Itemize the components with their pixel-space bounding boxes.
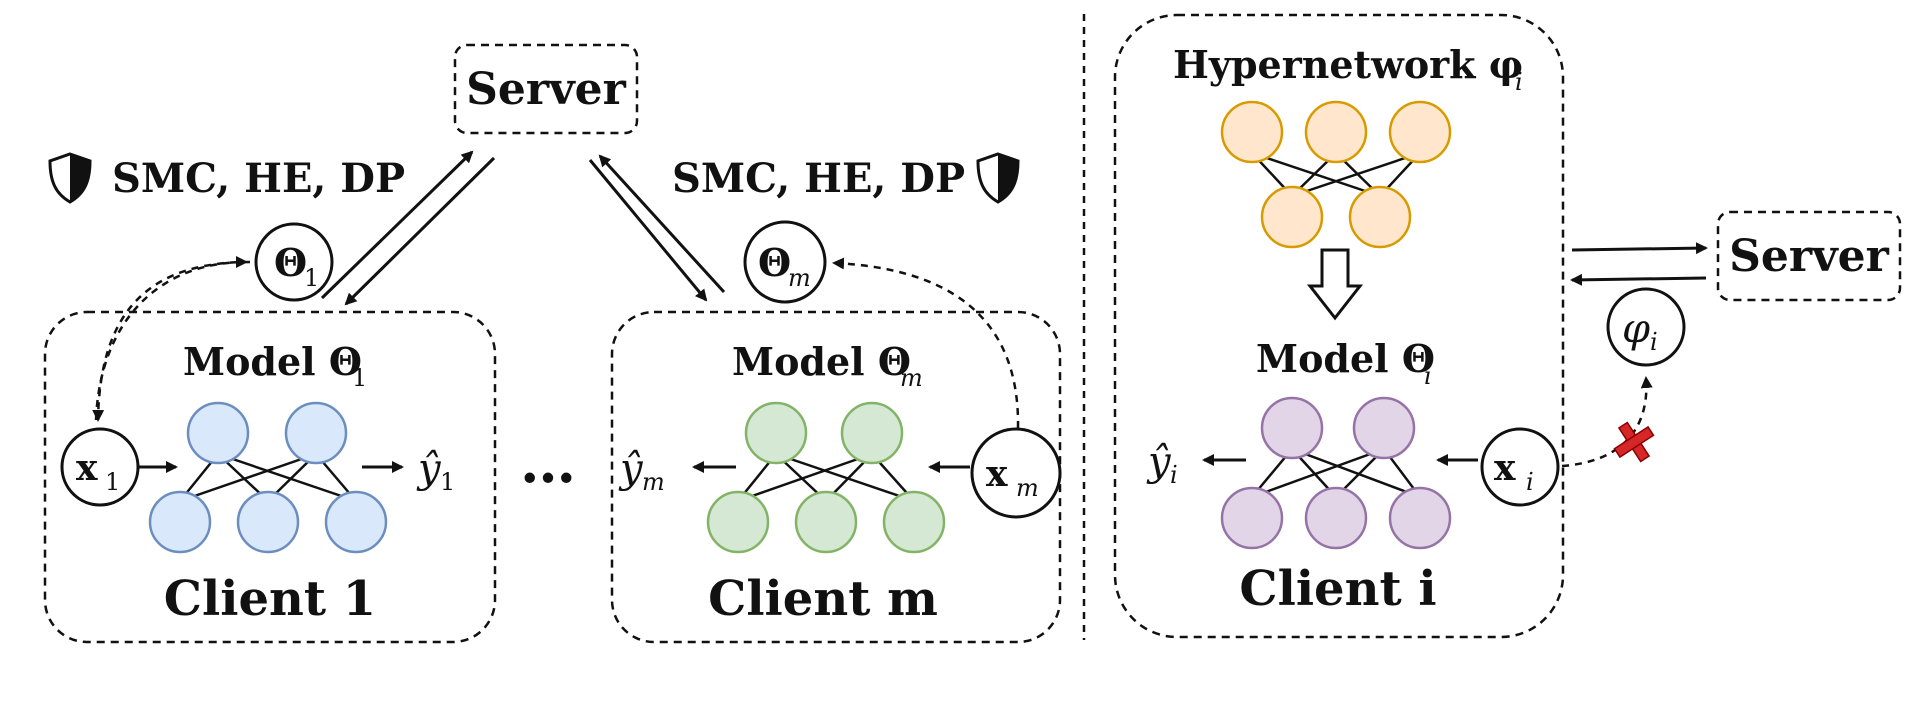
param-theta-m: Θ m: [743, 220, 827, 304]
client-m-net-edge: [775, 452, 915, 503]
svg-text:i: i: [1515, 68, 1523, 96]
hyper-net-node: [1304, 100, 1368, 164]
client-m-net-node: [794, 490, 858, 554]
hyper-net-edge: [1251, 151, 1381, 198]
left-server: Server: [453, 43, 639, 135]
client-1-box: Model Θ 1 Client 1: [43, 310, 497, 644]
client-i-network: [1220, 396, 1452, 550]
client-1-output: ŷ 1: [416, 446, 455, 496]
client-i-net-node: [1304, 486, 1368, 550]
client-i-net-node: [1352, 396, 1416, 460]
client-m-net-node: [840, 401, 904, 465]
privacy-label-right: SMC, HE, DP: [672, 155, 965, 202]
svg-text:x: x: [1494, 447, 1516, 489]
ellipsis: …: [520, 430, 576, 496]
left-server-label: Server: [466, 64, 627, 115]
svg-text:i: i: [1424, 362, 1432, 390]
client-m-net-node: [744, 401, 808, 465]
shield-icon: [48, 152, 92, 204]
client-i-net-edge: [1251, 447, 1385, 499]
svg-text:1: 1: [352, 364, 367, 392]
client-1-net-node: [284, 401, 348, 465]
client-1-name: Client 1: [164, 571, 376, 627]
param-phi-i: φ i: [1606, 287, 1686, 367]
svg-text:ŷ: ŷ: [618, 446, 644, 492]
client-1-network: [148, 401, 388, 554]
hyper-net-edge: [1291, 151, 1421, 198]
svg-text:m: m: [642, 468, 665, 496]
svg-text:x: x: [986, 453, 1008, 495]
blocked-x-icon: [1613, 421, 1655, 463]
blocked-link: [1561, 376, 1653, 468]
right-server-label: Server: [1729, 231, 1890, 282]
client-1-net-edge: [217, 452, 357, 503]
client-i-net-node: [1220, 486, 1284, 550]
svg-text:1: 1: [105, 468, 120, 496]
client-m-box: Model Θ m Client m: [610, 310, 1062, 644]
hyper-net-node: [1260, 185, 1324, 249]
svg-text:m: m: [1016, 474, 1039, 502]
client-1-net-edge: [179, 452, 317, 503]
client-m-net-edge: [737, 452, 873, 503]
hyper-net-node: [1220, 100, 1284, 164]
client-i-name: Client i: [1239, 561, 1436, 617]
hyper-net-node: [1348, 185, 1412, 249]
client-i-net-edge: [1291, 447, 1421, 499]
svg-text:1: 1: [440, 468, 455, 496]
client-i-output: ŷ i: [1146, 439, 1178, 489]
client-i-net-node: [1260, 396, 1324, 460]
client-m-net-node: [706, 490, 770, 554]
hypernetwork-label: Hypernetwork φ: [1173, 42, 1523, 87]
svg-text:Θ: Θ: [274, 240, 307, 285]
svg-text:φ: φ: [1622, 306, 1650, 352]
svg-text:m: m: [900, 364, 923, 392]
client-m-network: [706, 401, 946, 554]
svg-text:x: x: [76, 447, 98, 489]
privacy-label-left: SMC, HE, DP: [112, 155, 405, 202]
param-theta-1: Θ 1: [254, 222, 334, 302]
svg-text:ŷ: ŷ: [416, 446, 442, 492]
shield-icon: [976, 152, 1020, 204]
client-1-input: x 1: [60, 427, 140, 507]
generate-arrow: [1306, 248, 1364, 321]
svg-text:1: 1: [304, 264, 319, 292]
svg-text:i: i: [1650, 328, 1658, 356]
client-m-input: x m: [970, 427, 1062, 519]
client-i-input: x i: [1480, 427, 1560, 507]
client-i-box: Hypernetwork φ i Model Θ i Client i: [1113, 13, 1565, 639]
client-m-name: Client m: [708, 571, 938, 627]
param-to-input-arrows: [92, 256, 1020, 429]
client-i-model-label: Model Θ: [1256, 336, 1435, 381]
svg-text:ŷ: ŷ: [1146, 439, 1172, 485]
client-1-net-node: [324, 490, 388, 554]
svg-text:i: i: [1526, 468, 1534, 496]
client-1-model-label: Model Θ: [183, 339, 362, 384]
hyper-net-node: [1388, 100, 1452, 164]
left-communication-arrows: [320, 150, 726, 306]
client-1-net-node: [148, 490, 212, 554]
right-server: Server: [1716, 210, 1902, 302]
svg-text:m: m: [788, 264, 811, 292]
right-communication-arrows: [1570, 242, 1708, 286]
client-1-net-node: [186, 401, 250, 465]
client-i-net-node: [1388, 486, 1452, 550]
client-m-model-label: Model Θ: [732, 339, 911, 384]
svg-text:Θ: Θ: [758, 240, 791, 285]
hypernetwork-network: [1220, 100, 1452, 249]
client-m-output: ŷ m: [618, 446, 665, 496]
client-m-net-node: [882, 490, 946, 554]
client-1-net-node: [236, 490, 300, 554]
svg-text:i: i: [1170, 461, 1178, 489]
